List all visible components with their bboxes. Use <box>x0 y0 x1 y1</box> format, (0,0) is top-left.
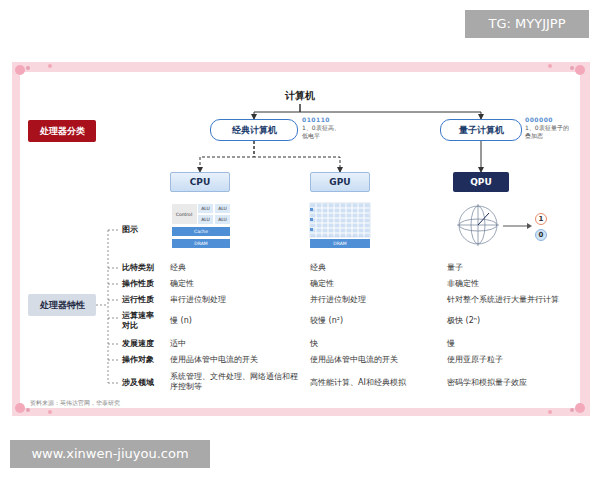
alu-block: ALU <box>198 215 213 224</box>
connector <box>254 141 340 172</box>
node-text: ALU <box>218 217 227 222</box>
table-cell: 慢 (n) <box>170 316 192 326</box>
node-text: 处理器分类 <box>40 125 85 138</box>
alu-block: ALU <box>198 204 213 213</box>
note: 1、0表征量子的叠加态 <box>525 124 573 139</box>
bit-digits: 010110 <box>302 116 330 124</box>
table-cell: 经典 <box>170 263 186 273</box>
row-header: 比特类别 <box>122 263 154 273</box>
node-text: ALU <box>218 206 227 211</box>
node-text: DRAM <box>194 241 207 246</box>
category-box: 处理器特性 <box>28 294 96 316</box>
table-cell: 量子 <box>447 263 463 273</box>
node-text: 经典计算机 <box>232 124 277 137</box>
table-cell: 确定性 <box>170 279 194 289</box>
node-text: 计算机 <box>285 89 315 103</box>
rounded-box: 经典计算机 <box>210 119 298 141</box>
connector <box>254 104 300 119</box>
table-cell: 并行进位制处理 <box>310 295 366 305</box>
node-text: Cache <box>194 229 208 234</box>
table-cell: 串行进位制处理 <box>170 295 226 305</box>
row-header: 发展速度 <box>122 339 154 349</box>
table-cell: 适中 <box>170 339 186 349</box>
table-cell: 确定性 <box>310 279 334 289</box>
flower-decor <box>15 64 585 414</box>
node-text: CPU <box>190 177 211 187</box>
dram-bar: DRAM <box>172 239 230 248</box>
row-header: 涉及领域 <box>122 378 154 388</box>
node-text: 0 <box>539 231 544 239</box>
node-text: 1 <box>539 215 544 223</box>
alu-block: ALU <box>215 215 230 224</box>
table-cell: 较慢 (n²) <box>310 316 343 326</box>
row-header: 操作对象 <box>122 355 154 365</box>
bit-digits: 000000 <box>525 116 553 124</box>
note: 1、0表征高、低电平 <box>302 124 344 139</box>
dram-bar: DRAM <box>310 239 370 248</box>
node-text: Control <box>176 212 192 217</box>
processor-box: GPU <box>310 172 370 192</box>
node-text: ALU <box>201 217 210 222</box>
table-cell: 密码学和模拟量子效应 <box>447 378 527 388</box>
state-circle: 1 <box>535 213 547 225</box>
measure-arrow <box>503 226 527 227</box>
table-cell: 快 <box>310 339 318 349</box>
table-cell: 使用晶体管中电流的开关 <box>170 355 258 365</box>
gpu-grid <box>310 203 370 237</box>
node-text: QPU <box>470 177 492 187</box>
node-text: ALU <box>201 206 210 211</box>
rounded-box: 量子计算机 <box>440 119 522 141</box>
cache-bar: Cache <box>172 227 230 236</box>
connector <box>481 141 482 172</box>
white-panel <box>20 72 580 408</box>
processor-box: CPU <box>170 172 230 192</box>
node-text: DRAM <box>333 241 346 246</box>
table-cell: 使用晶体管中电流的开关 <box>310 355 398 365</box>
watermark: TG: MYYJJPP <box>465 10 589 38</box>
table-cell: 非确定性 <box>447 279 479 289</box>
table-cell: 使用亚原子粒子 <box>447 355 503 365</box>
connector <box>200 141 254 172</box>
watermark: www.xinwen-jiuyou.com <box>10 440 210 468</box>
table-cell: 经典 <box>310 263 326 273</box>
alu-block: ALU <box>215 204 230 213</box>
bracket <box>96 230 118 383</box>
row-header: 运行性质 <box>122 295 154 305</box>
heading-box: 计算机 <box>270 88 330 104</box>
table-cell: 慢 <box>447 339 455 349</box>
pink-frame <box>12 62 590 416</box>
row-header: 运算速率对比 <box>122 311 158 331</box>
row-header: 操作性质 <box>122 279 154 289</box>
row-header: 图示 <box>122 225 138 235</box>
processor-box: QPU <box>453 172 509 192</box>
node-text: 量子计算机 <box>459 124 504 137</box>
node-text: GPU <box>329 177 350 187</box>
source-note: 资料来源：英伟达官网，华泰研究 <box>30 399 120 407</box>
table-cell: 极快 (2ⁿ) <box>447 316 480 326</box>
category-box: 处理器分类 <box>28 120 96 142</box>
node-text: 处理器特性 <box>40 299 85 312</box>
bloch-sphere <box>457 204 499 246</box>
state-circle: 0 <box>535 229 547 241</box>
table-cell: 高性能计算、AI和经典模拟 <box>310 378 406 388</box>
table-cell: 针对整个系统进行大量并行计算 <box>447 295 559 305</box>
table-cell: 系统管理、文件处理、网络通信和程序控制等 <box>170 372 298 392</box>
state-vector <box>478 213 489 225</box>
control-block: Control <box>172 204 197 224</box>
